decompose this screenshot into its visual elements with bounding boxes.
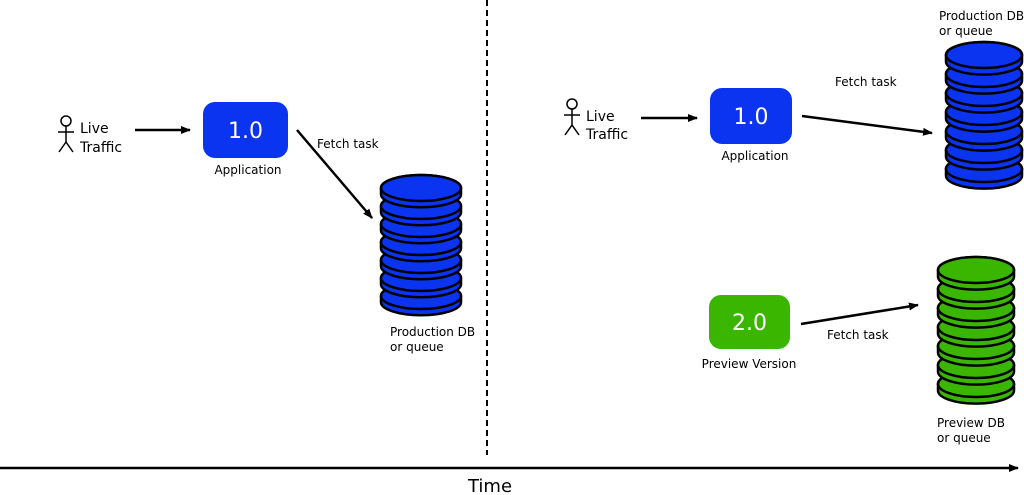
right-application-node: 1.0 Application [710,88,792,163]
traffic-label-line2: Traffic [585,127,628,143]
fetch-label: Fetch task [835,75,897,89]
person-icon [58,115,74,153]
fetch-label: Fetch task [317,137,379,151]
app-version: 1.0 [734,105,769,130]
time-label: Time [467,476,512,495]
left-application-node: 1.0 Application [203,102,288,177]
preview-db-label-line1: Preview DB [937,416,1005,430]
right-live-traffic: Live Traffic [564,98,628,143]
preview-fetch-arrow [800,302,919,326]
preview-version: 2.0 [732,311,767,336]
preview-label: Preview Version [702,357,797,371]
production-db-stack [944,40,1024,190]
preview-db-label-line2: or queue [937,431,991,445]
preview-db-stack [936,255,1016,405]
db-label-line2: or queue [390,340,444,354]
traffic-label-line2: Traffic [79,140,122,156]
person-icon [564,98,580,136]
app-version: 1.0 [228,119,263,144]
db-disk [936,255,1016,285]
traffic-label-line1: Live [80,121,109,137]
preview-box [709,295,790,349]
app-box [710,88,792,144]
db-disk [944,40,1024,70]
preview-version-node: 2.0 Preview Version [702,295,797,371]
left-live-traffic: Live Traffic [58,115,122,156]
preview-fetch-label: Fetch task [827,328,889,342]
fetch-arrow [801,114,933,136]
app-label: Application [214,163,281,177]
traffic-label-line1: Live [586,109,615,125]
app-box [203,102,288,158]
left-db-stack [379,173,463,317]
db-disk [379,173,463,203]
app-label: Application [721,149,788,163]
db-label-line1: Production DB [390,325,475,339]
db-label-line1: Production DB [939,9,1024,23]
db-label-line2: or queue [939,24,993,38]
fetch-arrow [296,129,373,219]
